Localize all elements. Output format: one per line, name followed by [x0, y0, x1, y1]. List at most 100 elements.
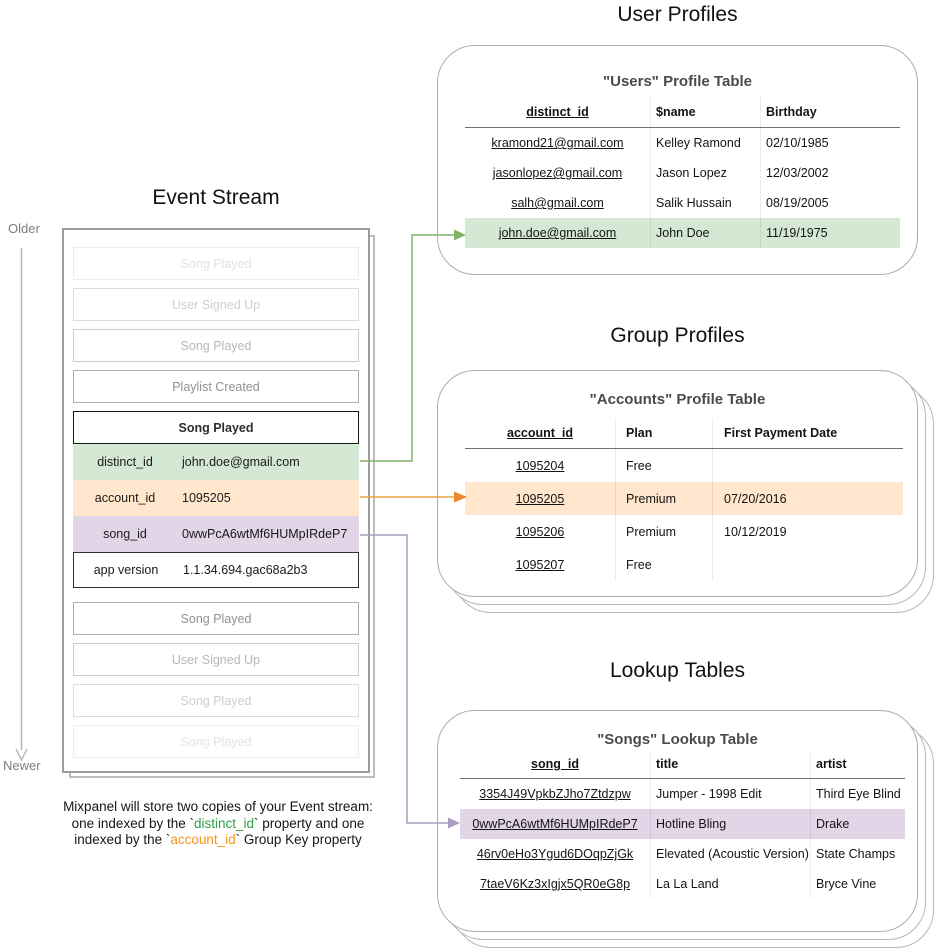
event-box-song-played: Song Played: [73, 329, 359, 362]
column-header-first-payment-date: First Payment Date: [712, 418, 903, 448]
event-property-row-song-id: song_id 0wwPcA6wtMf6HUMpIRdeP7: [73, 516, 359, 552]
cell-artist: Third Eye Blind: [810, 779, 905, 809]
event-box-song-played: Song Played: [73, 684, 359, 717]
cell-first-payment-date: 07/20/2016: [712, 482, 903, 515]
event-box-song-played: Song Played: [73, 725, 359, 758]
cell-song-id: 3354J49VpkbZJho7Ztdzpw: [479, 787, 631, 801]
property-value: 1.1.34.694.gac68a2b3: [183, 563, 308, 577]
users-table-title: "Users" Profile Table: [603, 73, 752, 90]
cell-artist: Bryce Vine: [810, 869, 905, 899]
cell-first-payment-date: [712, 449, 903, 482]
property-key: app version: [93, 563, 159, 577]
cell-account-id: 1095206: [515, 524, 565, 539]
table-row: 46rv0eHo3Ygud6DOqpZjGk Elevated (Acousti…: [460, 839, 905, 869]
cell-first-payment-date: [712, 548, 903, 581]
cell-song-id: 0wwPcA6wtMf6HUMpIRdeP7: [472, 817, 638, 831]
cell-song-id: 7taeV6Kz3xIgjx5QR0eG8p: [479, 877, 631, 891]
cell-name: Jason Lopez: [650, 158, 760, 188]
cell-distinct-id: kramond21@gmail.com: [491, 136, 624, 150]
timeline-older-label: Older: [8, 221, 40, 236]
timeline-newer-label: Newer: [3, 758, 41, 773]
accounts-profile-table: account_id Plan First Payment Date 10952…: [465, 418, 903, 581]
header-separator: [465, 448, 903, 449]
caption-line2-suffix: ` property and one: [254, 815, 365, 831]
lookup-tables-title: Lookup Tables: [609, 659, 746, 682]
cell-birthday: 02/10/1985: [760, 128, 900, 158]
table-row-highlighted: 0wwPcA6wtMf6HUMpIRdeP7 Hotline Bling Dra…: [460, 809, 905, 839]
event-stream-title: Event Stream: [152, 186, 280, 209]
table-row: 7taeV6Kz3xIgjx5QR0eG8p La La Land Bryce …: [460, 869, 905, 899]
cell-name: Kelley Ramond: [650, 128, 760, 158]
property-key: song_id: [103, 527, 147, 541]
table-row: 1095207 Free: [465, 548, 903, 581]
event-property-row-app-version: app version 1.1.34.694.gac68a2b3: [73, 552, 359, 588]
users-profile-table: distinct_id $name Birthday kramond21@gma…: [465, 97, 900, 248]
cell-title: Hotline Bling: [650, 809, 810, 839]
table-row: salh@gmail.com Salik Hussain 08/19/2005: [465, 188, 900, 218]
event-box-song-played: Song Played: [73, 602, 359, 635]
event-property-row-account-id: account_id 1095205: [73, 480, 359, 516]
table-row: 1095204 Free: [465, 449, 903, 482]
event-card-title: Song Played: [73, 411, 359, 444]
header-separator: [465, 127, 900, 128]
cell-song-id: 46rv0eHo3Ygud6DOqpZjGk: [476, 847, 634, 861]
event-box-playlist-created: Playlist Created: [73, 370, 359, 403]
songs-table-title: "Songs" Lookup Table: [597, 731, 758, 748]
caption-distinct-id-keyword: distinct_id: [193, 815, 255, 831]
songs-lookup-table: song_id title artist 3354J49VpkbZJho7Ztd…: [460, 750, 905, 899]
cell-name: Salik Hussain: [650, 188, 760, 218]
property-value: 1095205: [182, 491, 231, 505]
property-value: john.doe@gmail.com: [182, 455, 300, 469]
table-row: kramond21@gmail.com Kelley Ramond 02/10/…: [465, 128, 900, 158]
cell-distinct-id: jasonlopez@gmail.com: [492, 166, 623, 180]
caption-line2-prefix: one indexed by the `: [71, 815, 194, 831]
cell-title: Elevated (Acoustic Version): [650, 839, 810, 869]
property-value: 0wwPcA6wtMf6HUMpIRdeP7: [182, 527, 348, 541]
cell-birthday: 08/19/2005: [760, 188, 900, 218]
caption-line3-prefix: indexed by the `: [74, 832, 171, 847]
table-row-highlighted: john.doe@gmail.com John Doe 11/19/1975: [465, 218, 900, 248]
cell-birthday: 12/03/2002: [760, 158, 900, 188]
table-header-row: account_id Plan First Payment Date: [465, 418, 903, 448]
cell-account-id: 1095207: [515, 557, 565, 572]
cell-name: John Doe: [650, 218, 760, 248]
column-header-birthday: Birthday: [760, 97, 900, 127]
group-profiles-title: Group Profiles: [610, 324, 745, 347]
property-key: account_id: [94, 491, 156, 505]
column-header-name: $name: [650, 97, 760, 127]
cell-distinct-id: john.doe@gmail.com: [498, 226, 617, 240]
cell-account-id: 1095205: [515, 491, 565, 506]
property-key: distinct_id: [97, 455, 153, 469]
cell-plan: Premium: [615, 482, 712, 515]
caption-account-id-keyword: account_id: [170, 832, 236, 847]
cell-plan: Free: [615, 449, 712, 482]
header-separator: [460, 778, 905, 779]
caption-line1: Mixpanel will store two copies of your E…: [63, 799, 373, 814]
cell-distinct-id: salh@gmail.com: [511, 196, 604, 210]
table-row: 1095206 Premium 10/12/2019: [465, 515, 903, 548]
user-profiles-title: User Profiles: [617, 3, 738, 26]
song-played-event-card: Song Played distinct_id john.doe@gmail.c…: [73, 411, 359, 588]
column-header-song-id: song_id: [531, 757, 579, 771]
cell-artist: Drake: [810, 809, 905, 839]
column-header-title: title: [650, 750, 810, 778]
table-header-row: distinct_id $name Birthday: [465, 97, 900, 127]
cell-account-id: 1095204: [515, 458, 565, 473]
accounts-table-title: "Accounts" Profile Table: [589, 391, 766, 408]
column-header-artist: artist: [810, 750, 905, 778]
table-row: 3354J49VpkbZJho7Ztdzpw Jumper - 1998 Edi…: [460, 779, 905, 809]
event-box-user-signed-up: User Signed Up: [73, 288, 359, 321]
cell-title: La La Land: [650, 869, 810, 899]
cell-plan: Free: [615, 548, 712, 581]
event-stream-caption: Mixpanel will store two copies of your E…: [28, 799, 408, 849]
cell-title: Jumper - 1998 Edit: [650, 779, 810, 809]
event-stream-panel: Song Played User Signed Up Song Played P…: [62, 228, 370, 773]
event-property-row-distinct-id: distinct_id john.doe@gmail.com: [73, 444, 359, 480]
event-box-song-played: Song Played: [73, 247, 359, 280]
caption-line3-suffix: ` Group Key property: [235, 832, 362, 847]
cell-first-payment-date: 10/12/2019: [712, 515, 903, 548]
cell-plan: Premium: [615, 515, 712, 548]
table-row: jasonlopez@gmail.com Jason Lopez 12/03/2…: [465, 158, 900, 188]
column-header-account-id: account_id: [507, 426, 573, 440]
